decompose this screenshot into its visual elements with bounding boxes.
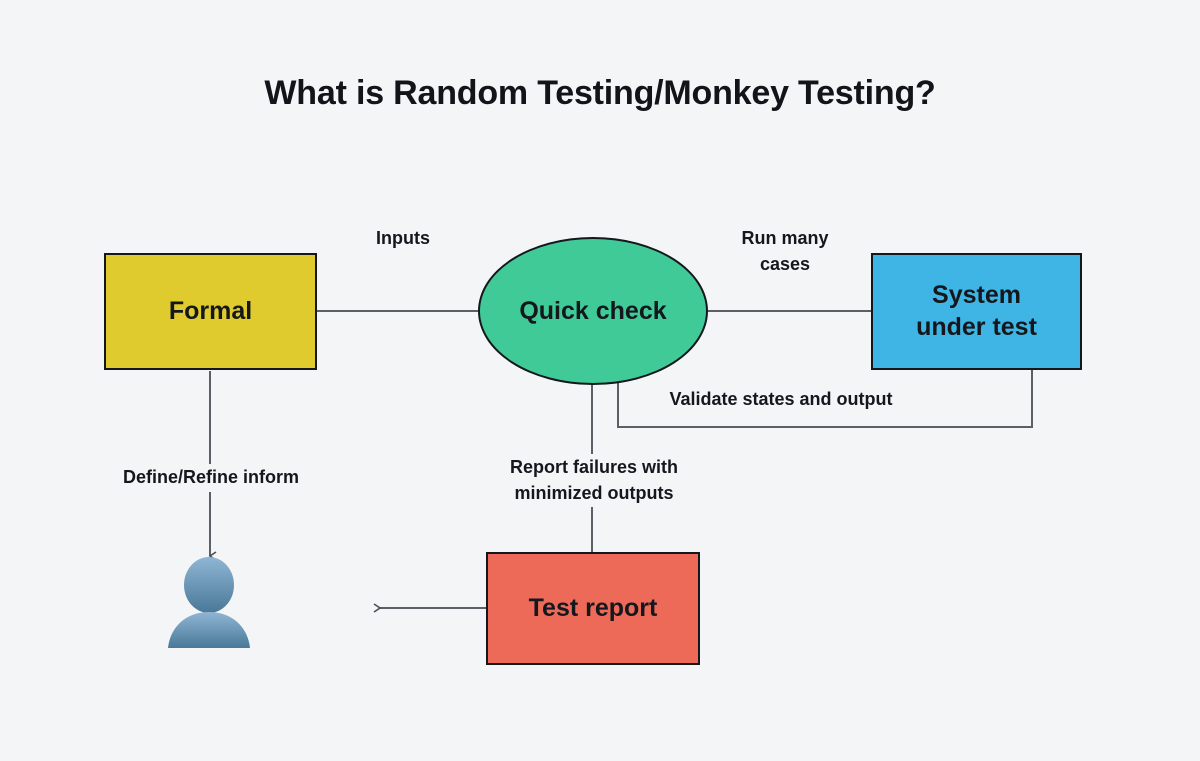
edge-label-report-failures-line2: minimized outputs xyxy=(514,482,674,503)
page-title: What is Random Testing/Monkey Testing? xyxy=(264,74,936,112)
node-quick-check[interactable]: Quick check xyxy=(478,237,708,385)
node-system-under-test[interactable]: System under test xyxy=(871,253,1082,370)
node-system-under-test-label: System under test xyxy=(916,280,1037,343)
edge-label-inputs: Inputs xyxy=(339,225,467,253)
node-sut-label-line2: under test xyxy=(916,312,1037,341)
edge-label-run-many-line2: cases xyxy=(759,253,811,274)
node-formal[interactable]: Formal xyxy=(104,253,317,370)
edge-label-validate-states-and-output: Validate states and output xyxy=(633,386,929,414)
edge-label-define-refine-inform: Define/Refine inform xyxy=(84,464,338,492)
edge-label-report-failures: Report failures with minimized outputs xyxy=(471,454,717,508)
user-avatar-icon xyxy=(168,557,250,648)
node-test-report-label: Test report xyxy=(528,593,658,622)
node-quick-check-label: Quick check xyxy=(519,296,667,325)
node-sut-label-line1: System xyxy=(932,281,1021,310)
edge-label-report-failures-line1: Report failures with xyxy=(509,457,679,477)
edge-sut-to-quick-check xyxy=(617,370,1033,428)
edge-label-run-many-cases: Run many cases xyxy=(707,225,863,279)
node-formal-label: Formal xyxy=(168,296,253,325)
edge-label-run-many-line1: Run many xyxy=(741,228,829,248)
node-test-report[interactable]: Test report xyxy=(486,552,700,665)
